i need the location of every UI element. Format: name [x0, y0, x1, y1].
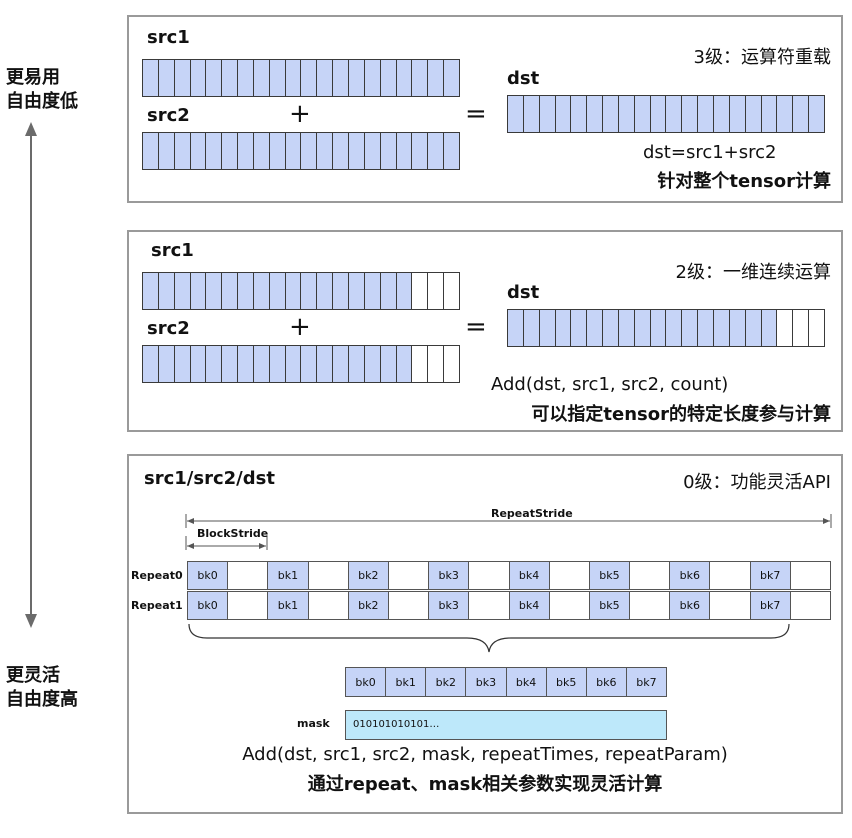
repeat0-label: Repeat0	[131, 569, 183, 582]
block-cell: bk4	[509, 592, 550, 619]
repeat1-row: bk0 bk1 bk2 bk3 bk4 bk5 bk6 bk7	[187, 591, 831, 620]
block-cell: bk4	[509, 562, 550, 589]
p2-caption: 可以指定tensor的特定长度参与计算	[531, 404, 831, 425]
p3-src1-vector	[142, 59, 460, 97]
block-cell: bk2	[348, 562, 389, 589]
flexibility-arrow	[25, 122, 37, 628]
block-cell: bk7	[750, 562, 791, 589]
gap-cell	[710, 592, 751, 619]
block-brace	[188, 623, 790, 653]
block-cell: bk7	[750, 592, 791, 619]
gap-cell	[388, 592, 430, 619]
block-cell: bk5	[589, 592, 631, 619]
gap-cell	[549, 592, 590, 619]
gap-cell	[790, 592, 830, 619]
panel-level3: src1 src2 + = 3级：运算符重载 dst dst=src1+src2…	[127, 15, 843, 203]
block-cell: bk4	[506, 668, 547, 696]
block-cell: bk7	[626, 668, 666, 696]
repeat-stride-label: RepeatStride	[491, 507, 573, 520]
p2-formula: Add(dst, src1, src2, count)	[491, 374, 729, 395]
block-cell: bk0	[188, 562, 229, 589]
gap-cell	[549, 562, 590, 589]
panel-level0: src1/src2/dst 0级：功能灵活API RepeatStride Bl…	[127, 454, 843, 814]
p2-src2-vector	[142, 345, 460, 383]
block-cell: bk0	[188, 592, 229, 619]
block-cell: bk5	[589, 562, 631, 589]
block-cell: bk3	[429, 592, 470, 619]
block-cell: bk0	[346, 668, 387, 696]
gap-cell	[228, 562, 269, 589]
mask-value-box: 010101010101…	[345, 710, 667, 740]
block-cell: bk2	[426, 668, 467, 696]
panel-level2: src1 src2 + = 2级：一维连续运算 dst Add(dst, src…	[127, 230, 843, 432]
p0-level-label: 0级：功能灵活API	[683, 472, 831, 493]
block-cell: bk3	[466, 668, 507, 696]
block-cell: bk1	[268, 592, 309, 619]
p3-src2-label: src2	[147, 105, 190, 126]
p3-equals-sign: =	[465, 99, 487, 129]
gap-cell	[308, 562, 349, 589]
p3-level-label: 3级：运算符重载	[693, 47, 831, 68]
gap-cell	[469, 592, 510, 619]
gap-cell	[308, 592, 349, 619]
block-stride-arrow	[185, 536, 268, 550]
p2-level-label: 2级：一维连续运算	[675, 262, 831, 283]
p2-src2-label: src2	[147, 318, 190, 339]
p3-src2-vector	[142, 132, 460, 170]
bottom-label-line1: 更灵活	[6, 665, 60, 686]
block-cell: bk5	[546, 668, 587, 696]
block-cell: bk2	[348, 592, 389, 619]
gap-cell	[790, 562, 830, 589]
p2-dst-label: dst	[507, 282, 540, 303]
gap-cell	[710, 562, 751, 589]
gap-cell	[630, 562, 671, 589]
p3-formula: dst=src1+src2	[643, 142, 777, 163]
p3-dst-label: dst	[507, 68, 540, 89]
p2-plus-sign: +	[289, 312, 311, 342]
block-cell: bk1	[268, 562, 309, 589]
mask-label: mask	[297, 717, 330, 730]
top-label-line1: 更易用	[6, 67, 60, 88]
block-cell: bk6	[670, 562, 711, 589]
repeat-stride-arrow	[185, 514, 832, 528]
gap-cell	[228, 592, 269, 619]
p2-equals-sign: =	[465, 312, 487, 342]
repeat0-row: bk0 bk1 bk2 bk3 bk4 bk5 bk6 bk7	[187, 561, 831, 590]
block-cell: bk6	[586, 668, 627, 696]
p2-src1-label: src1	[151, 240, 194, 261]
block-stride-label: BlockStride	[197, 527, 269, 540]
block-cell: bk3	[429, 562, 470, 589]
p3-dst-vector	[507, 95, 825, 133]
repeat1-label: Repeat1	[131, 599, 183, 612]
gap-cell	[388, 562, 430, 589]
top-label-line2: 自由度低	[6, 91, 78, 112]
consolidated-blocks: bk0 bk1 bk2 bk3 bk4 bk5 bk6 bk7	[345, 667, 667, 697]
p0-caption: 通过repeat、mask相关参数实现灵活计算	[307, 774, 663, 795]
gap-cell	[630, 592, 671, 619]
p2-src1-vector	[142, 272, 460, 310]
p0-title: src1/src2/dst	[144, 468, 275, 489]
bottom-label-line2: 自由度高	[6, 689, 78, 710]
p3-src1-label: src1	[147, 27, 190, 48]
block-cell: bk6	[670, 592, 711, 619]
p2-dst-vector	[507, 309, 825, 347]
gap-cell	[469, 562, 510, 589]
block-cell: bk1	[386, 668, 427, 696]
p3-caption: 针对整个tensor计算	[657, 171, 831, 192]
p3-plus-sign: +	[289, 99, 311, 129]
p0-formula: Add(dst, src1, src2, mask, repeatTimes, …	[242, 744, 728, 765]
